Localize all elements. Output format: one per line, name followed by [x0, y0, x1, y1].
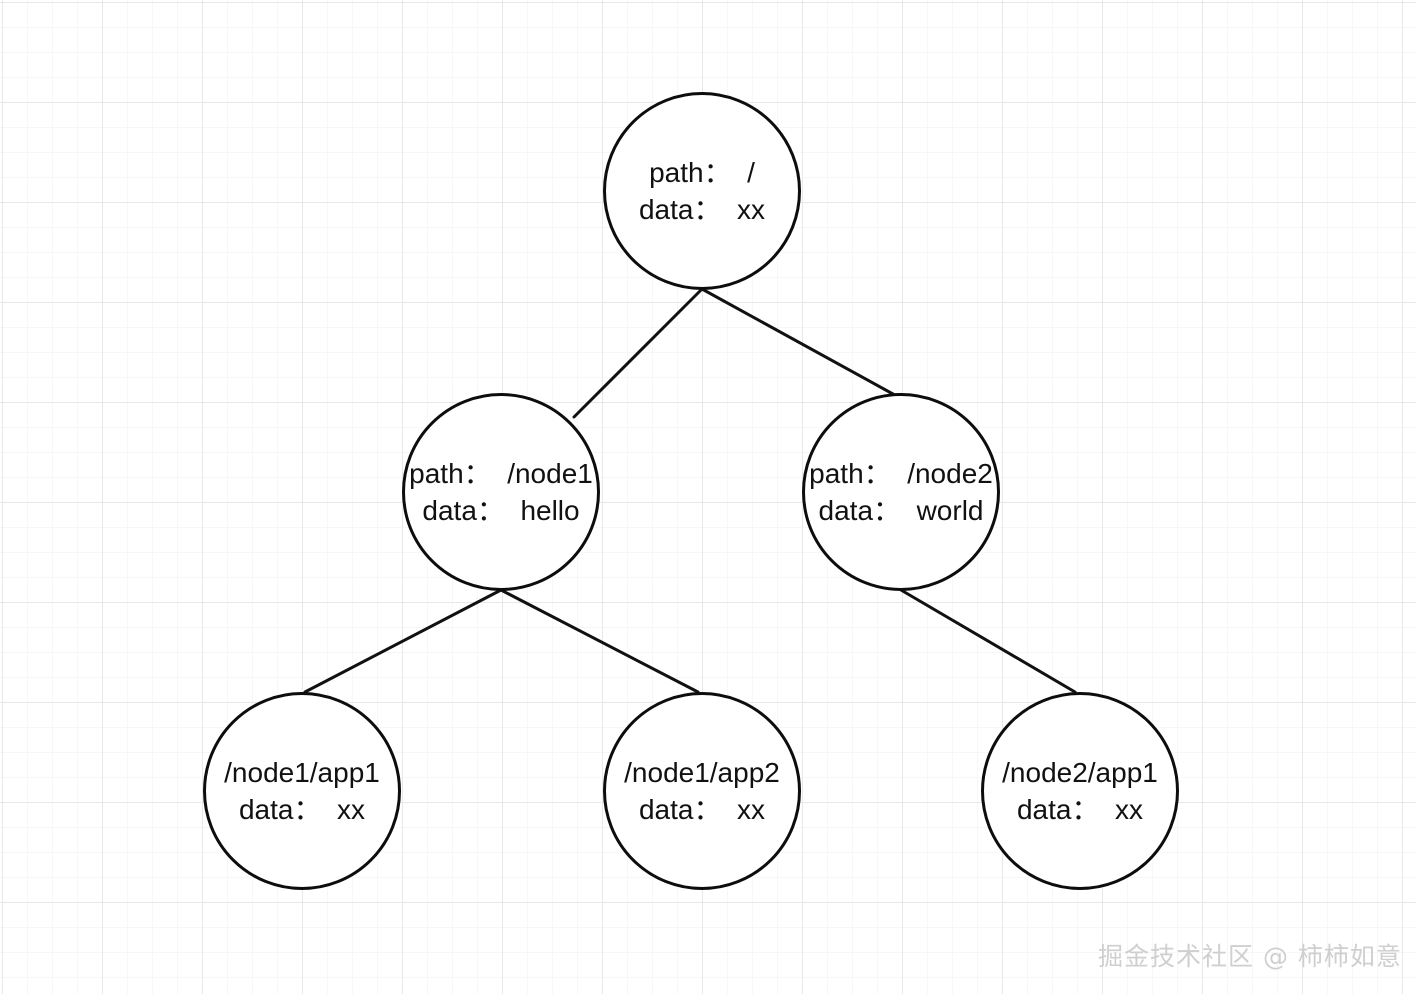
edge-node2-to-app1: [899, 588, 1077, 694]
node-node1[interactable]: path： /node1 data： hello: [402, 393, 600, 591]
node-node1-path: path： /node1: [409, 458, 593, 489]
node-root-data: data： xx: [638, 194, 766, 225]
node-node1-app1-data: data： xx: [238, 794, 366, 825]
node-node2-app1-path: /node2/app1: [1002, 757, 1158, 788]
node-node1-app1[interactable]: /node1/app1 data： xx: [203, 692, 401, 890]
node-node2-app1[interactable]: /node2/app1 data： xx: [981, 692, 1179, 890]
node-node1-app1-path: /node1/app1: [224, 757, 380, 788]
node-node2-path: path： /node2: [809, 458, 993, 489]
watermark-text: 掘金技术社区 @ 柿柿如意: [1098, 942, 1402, 971]
node-root[interactable]: path： / data： xx: [603, 92, 801, 290]
edge-node1-to-app1: [303, 588, 503, 694]
edge-node1-to-app2: [499, 588, 700, 694]
node-node1-app2-data: data： xx: [638, 794, 766, 825]
node-node2-app1-data: data： xx: [1016, 794, 1144, 825]
node-node2[interactable]: path： /node2 data： world: [802, 393, 1000, 591]
node-node2-data: data： world: [818, 495, 984, 526]
edge-root-to-node2: [700, 287, 895, 396]
node-node1-app2[interactable]: /node1/app2 data： xx: [603, 692, 801, 890]
node-root-path: path： /: [649, 157, 755, 188]
node-node1-app2-path: /node1/app2: [624, 757, 780, 788]
edge-root-to-node1: [572, 287, 704, 419]
node-node1-data: data： hello: [422, 495, 580, 526]
